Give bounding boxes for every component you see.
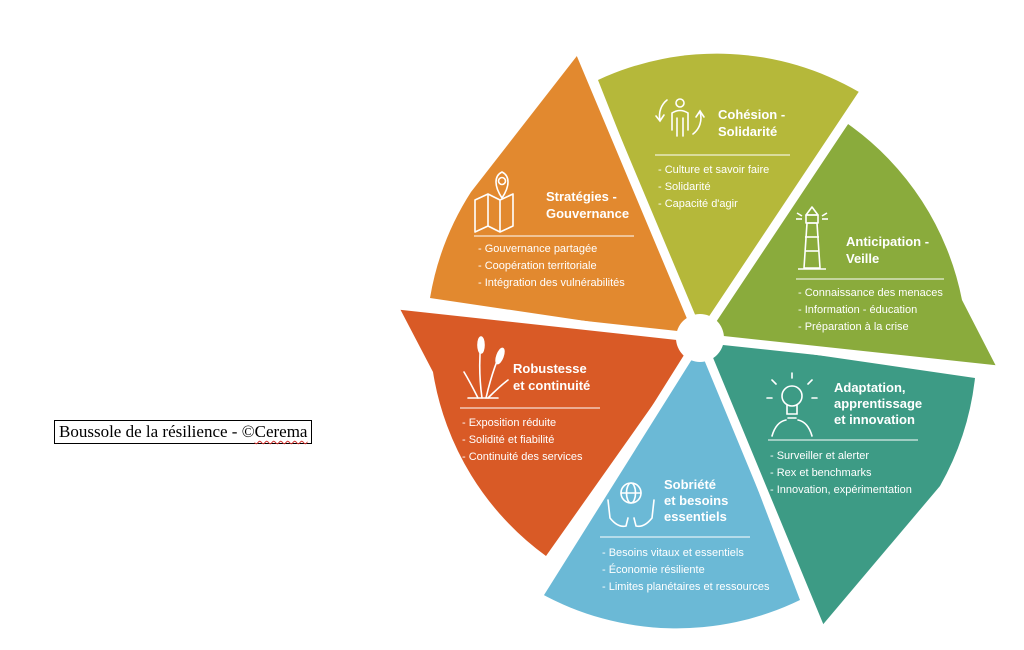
section-cohesion-shape (598, 53, 859, 338)
section-anticipation-shape (700, 124, 998, 370)
section-item: - Économie résiliente (602, 563, 705, 576)
section-item: - Capacité d'agir (658, 198, 738, 210)
section-title: Cohésion -Solidarité (718, 107, 785, 139)
section-item: - Exposition réduite (462, 417, 556, 429)
section-item: - Solidarité (658, 181, 711, 193)
person-cycle-icon (655, 98, 705, 137)
section-cohesion: Cohésion -Solidarité - Culture et savoir… (598, 53, 859, 338)
section-item: - Solidité et fiabilité (462, 434, 554, 446)
section-anticipation: Anticipation -Veille - Connaissance des … (700, 124, 998, 370)
caption-brand: Cerema (254, 422, 308, 441)
section-item: - Rex et benchmarks (770, 467, 872, 479)
lightbulb-head-icon (766, 372, 818, 437)
wheel-hub (676, 314, 724, 362)
section-sobriete-shape (540, 338, 800, 629)
lighthouse-icon (796, 206, 828, 270)
caption-text: Boussole de la résilience - © (59, 422, 255, 441)
map-pin-icon (474, 171, 514, 233)
section-item: - Continuité des services (462, 451, 583, 463)
section-item: - Coopération territoriale (478, 260, 597, 272)
section-strategies: Stratégies -Gouvernance - Gouvernance pa… (430, 52, 700, 338)
section-item: - Besoins vitaux et essentiels (602, 547, 744, 559)
section-item: - Gouvernance partagée (478, 243, 597, 255)
section-item: - Limites planétaires et ressources (602, 581, 770, 593)
section-item: - Connaissance des menaces (798, 287, 943, 299)
globe-hands-icon (607, 482, 655, 528)
figure-caption: Boussole de la résilience - ©Cerema (54, 420, 313, 444)
reed-plant-icon (463, 336, 509, 399)
section-robustesse-shape (398, 305, 700, 556)
section-title: Anticipation -Veille (846, 234, 929, 266)
section-item: - Culture et savoir faire (658, 164, 769, 176)
wheel-separators (393, 47, 1003, 633)
section-item: - Intégration des vulnérabilités (478, 277, 625, 289)
section-item: - Surveiller et alerter (770, 450, 869, 462)
section-item: - Innovation, expérimentation (770, 484, 912, 496)
section-title: Stratégies -Gouvernance (546, 189, 629, 221)
section-item: - Préparation à la crise (798, 321, 909, 333)
section-strategies-shape (430, 52, 700, 338)
section-item: - Information - éducation (798, 304, 917, 316)
section-adaptation-shape (700, 338, 975, 628)
